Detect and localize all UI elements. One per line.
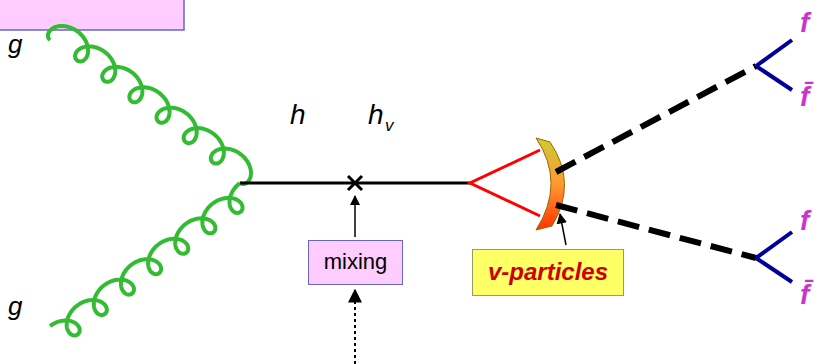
fermion-label: f — [800, 8, 809, 39]
fermion-label: f — [800, 206, 809, 237]
particle-label: h — [290, 100, 306, 131]
leader-arrow — [354, 196, 356, 237]
box-text: v-particles — [488, 258, 608, 286]
callout-box: mixing — [308, 240, 403, 285]
gluon-lines — [48, 26, 251, 336]
leader-arrow — [560, 214, 566, 245]
fermion-lines — [756, 40, 792, 90]
particle-label: g — [8, 30, 22, 59]
fermion-label: f̄ — [800, 82, 809, 113]
dotted-arrow — [354, 290, 356, 364]
box-text: mixing — [324, 249, 388, 274]
mixing-cross — [348, 176, 362, 190]
particle-label: g — [8, 292, 22, 321]
gluon-coil — [48, 26, 251, 184]
gluon-coil — [50, 183, 243, 335]
vertex-triangle — [470, 150, 540, 216]
callout-box: v-particles — [472, 249, 624, 296]
fermion-lines — [756, 232, 792, 282]
title-box-fragment — [0, 0, 184, 30]
v-particle-line — [556, 66, 756, 172]
particle-label: h — [368, 100, 384, 131]
subscript: v — [385, 117, 394, 136]
fermion-label: f̄ — [800, 280, 809, 311]
